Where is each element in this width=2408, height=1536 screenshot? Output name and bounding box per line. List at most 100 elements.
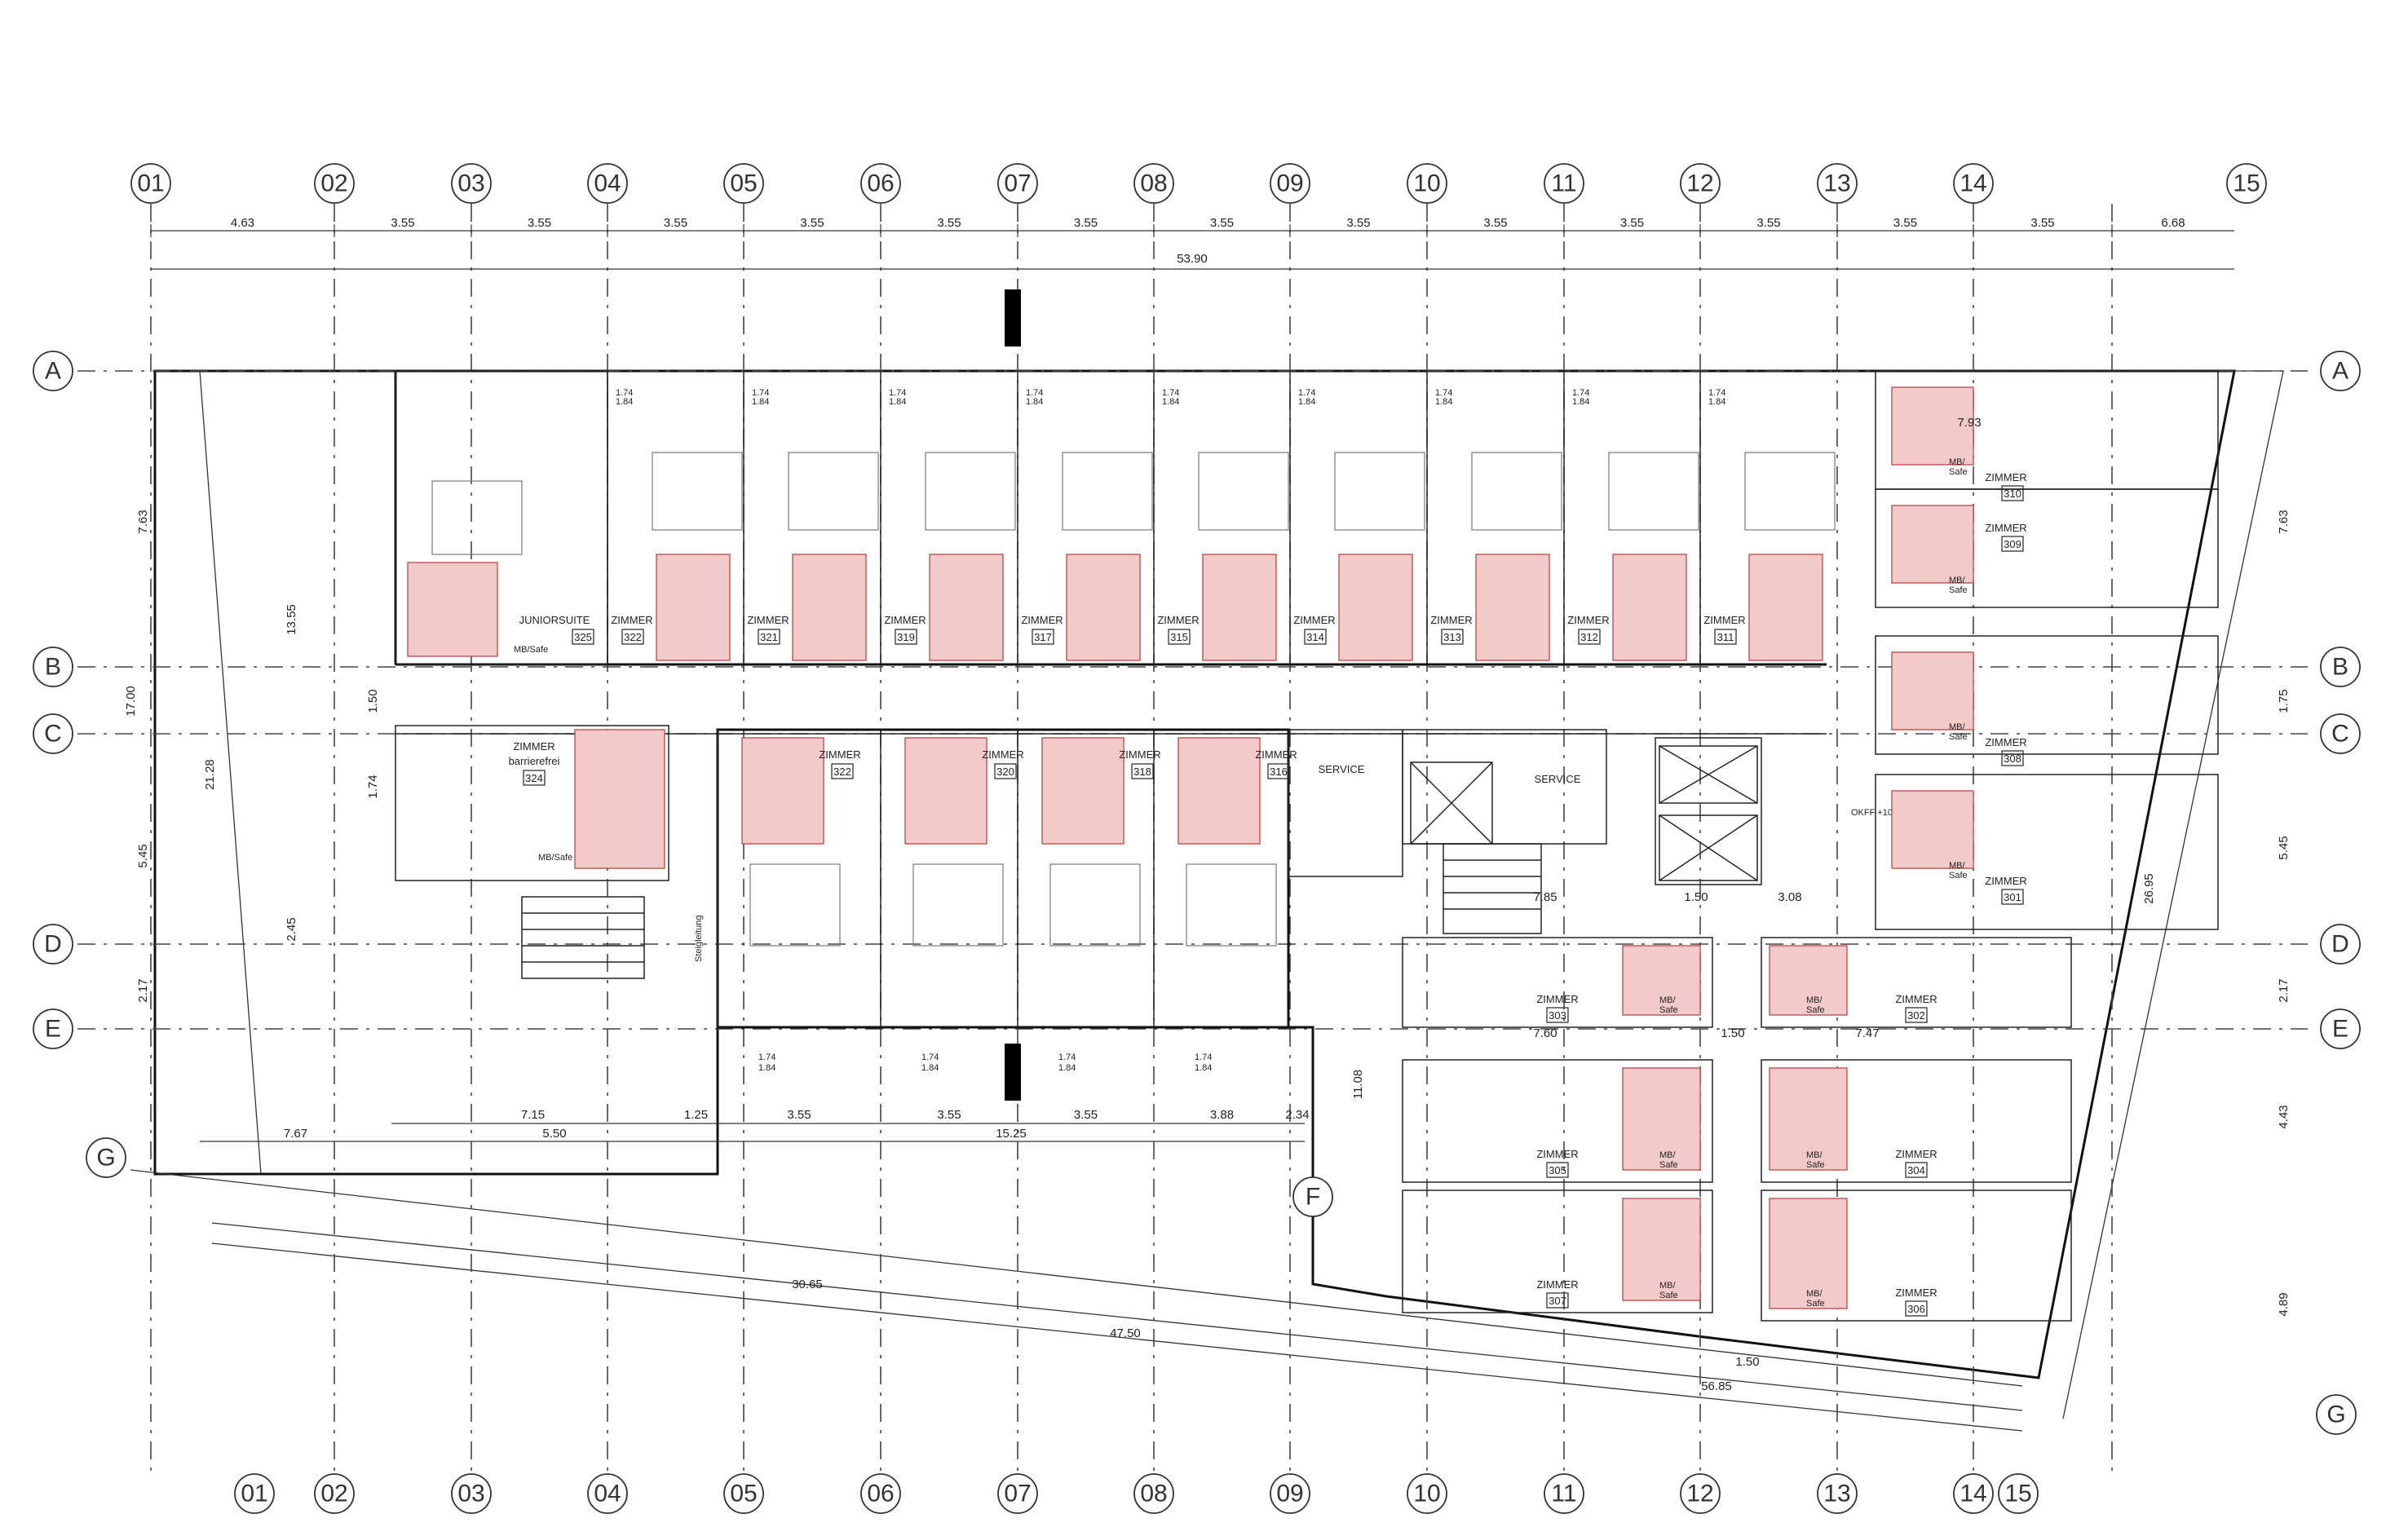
mid-room-bath-322-0 [741,737,824,845]
axis-f-bubble [1292,1176,1333,1217]
east-rooms: ZIMMER310MB/SafeZIMMER309MB/SafeZIMMER30… [1875,370,2219,930]
top-room-label-312: ZIMMER [1567,614,1609,626]
right-dim-5: 4.89 [2277,1292,2291,1316]
se-room-numbox-306 [1905,1300,1928,1317]
top-room-bath-317 [1066,554,1141,661]
barrierefrei-label: ZIMMER [513,740,555,753]
axis-top-bubble-05 [723,163,764,204]
top-room-numbox-315 [1168,629,1191,645]
top-window-dim-a-317: 1.74 [1026,388,1043,398]
se-room-numbox-303 [1546,1007,1569,1023]
axis-bottom-bubble-09 [1270,1473,1310,1514]
top-room-strip [394,371,1827,735]
mid-window-dim-b-2: 1.84 [1058,1063,1076,1073]
axis-bottom-label-14: 14 [1960,1481,1986,1507]
axis-row-label-B-right: B [2332,654,2348,681]
se-room-bath-306 [1769,1198,1848,1309]
right-dim-3: 2.17 [2277,978,2291,1002]
axis-row-bubble-B-right [2320,647,2361,687]
top-dim-14: 6.68 [2161,216,2185,230]
left-dim-4: 1.50 [366,689,380,713]
axis-row-label-D-right: D [2331,931,2349,958]
se-room-mb-303: MB/ [1659,995,1677,1005]
axis-bottom-label-03: 03 [457,1481,484,1507]
top-room-bed-313 [1471,452,1562,531]
east-room-numbox-310 [2001,485,2024,501]
top-window-dim-a-311: 1.74 [1708,388,1725,398]
barrierefrei-sub: barrierefrei [509,755,560,767]
axis-top-label-10: 10 [1413,170,1440,197]
axis-row-label-A-left: A [45,358,61,385]
top-dim-8: 3.55 [1346,216,1370,230]
axis-top-label-02: 02 [320,170,347,197]
top-dim-12: 3.55 [1893,216,1917,230]
top-window-dim-a-314: 1.74 [1298,388,1315,398]
axis-top-label-13: 13 [1823,170,1850,197]
axis-bottom-label-10: 10 [1413,1481,1440,1507]
axis-g-bubble-left [86,1137,126,1178]
axis-row-label-B-left: B [45,654,61,681]
axis-row-bubble-D-right [2320,924,2361,964]
top-window-dim-a-312: 1.74 [1572,388,1589,398]
se-room-numbox-302 [1905,1007,1928,1023]
axis-bottom-bubble-15 [1998,1473,2039,1514]
se-room-mb-307: MB/ [1659,1281,1677,1291]
mid-room-number-322-0: 322 [833,766,851,778]
east-room-numbox-301 [2001,889,2024,905]
east-room-label-301: ZIMMER [1985,875,2026,887]
left-dim-5: 1.74 [366,775,380,798]
top-dim-2: 3.55 [528,216,551,230]
axis-row-bubble-D-left [33,924,73,964]
mid-window-dim-b-3: 1.84 [1195,1063,1212,1073]
axis-bottom-bubble-12 [1680,1473,1721,1514]
axis-bottom-label-13: 13 [1823,1481,1850,1507]
east-room-safe-310: Safe [1949,467,1968,477]
bottom-dimension-chain [200,1123,1305,1142]
mid-window-dim-a-2: 1.74 [1058,1053,1076,1062]
axis-bottom-label-07: 07 [1004,1481,1031,1507]
top-window-dim-a-321: 1.74 [752,388,769,398]
service-label-2: SERVICE [1535,773,1581,785]
bottom-dim-3: 3.55 [937,1108,961,1122]
top-room-bed-321 [788,452,879,531]
east-room-mb-308: MB/ [1949,722,1966,732]
se-room-numbox-307 [1546,1292,1569,1309]
bottom-dim-0: 7.15 [521,1108,545,1122]
east-room-308 [1875,635,2219,755]
mid-room-label-316-3: ZIMMER [1255,748,1297,761]
axis-bottom-label-12: 12 [1686,1481,1713,1507]
axis-g-bubble-right [2316,1394,2357,1435]
mid-rooms: ZIMMER3221.741.84ZIMMER3201.741.84ZIMMER… [717,730,1297,1073]
top-dim-4: 3.55 [800,216,824,230]
top-window-dim-b-311: 1.84 [1708,397,1725,407]
axis-top-bubble-03 [451,163,492,204]
dim-long-2: 47.50 [1110,1326,1141,1340]
se-room-number-302: 302 [1907,1009,1925,1022]
top-dim-3: 3.55 [664,216,687,230]
se-room-mb-304: MB/ [1806,1150,1823,1160]
top-window-dim-a-315: 1.74 [1162,388,1179,398]
top-room-label-319: ZIMMER [884,614,926,626]
top-window-dim-b-314: 1.84 [1298,397,1315,407]
dim-long-3: 56.85 [1701,1379,1732,1393]
axis-bottom-bubble-10 [1407,1473,1447,1514]
se-room-bath-303 [1622,945,1701,1016]
axis-row-bubble-C-right [2320,713,2361,754]
axis-row-bubble-B-left [33,647,73,687]
top-room-numbox-322 [621,629,644,645]
top-window-dim-b-317: 1.84 [1026,397,1043,407]
axis-top-label-05: 05 [730,170,757,197]
juniorsuite: JUNIORSUITE 325 MB/Safe [395,370,608,665]
top-room-number-313: 313 [1443,631,1461,643]
mid-room-bath-316-3 [1177,737,1261,845]
top-room-bed-311 [1744,452,1836,531]
axis-bottom-bubble-04 [587,1473,628,1514]
axis-bottom-label-11: 11 [1551,1481,1576,1507]
barrierefrei-number: 324 [525,772,543,784]
mid-room-numbox-318-2 [1131,763,1154,779]
top-room-numbox-317 [1032,629,1054,645]
se-room-number-303: 303 [1549,1009,1566,1022]
se-room-label-304: ZIMMER [1895,1148,1937,1160]
